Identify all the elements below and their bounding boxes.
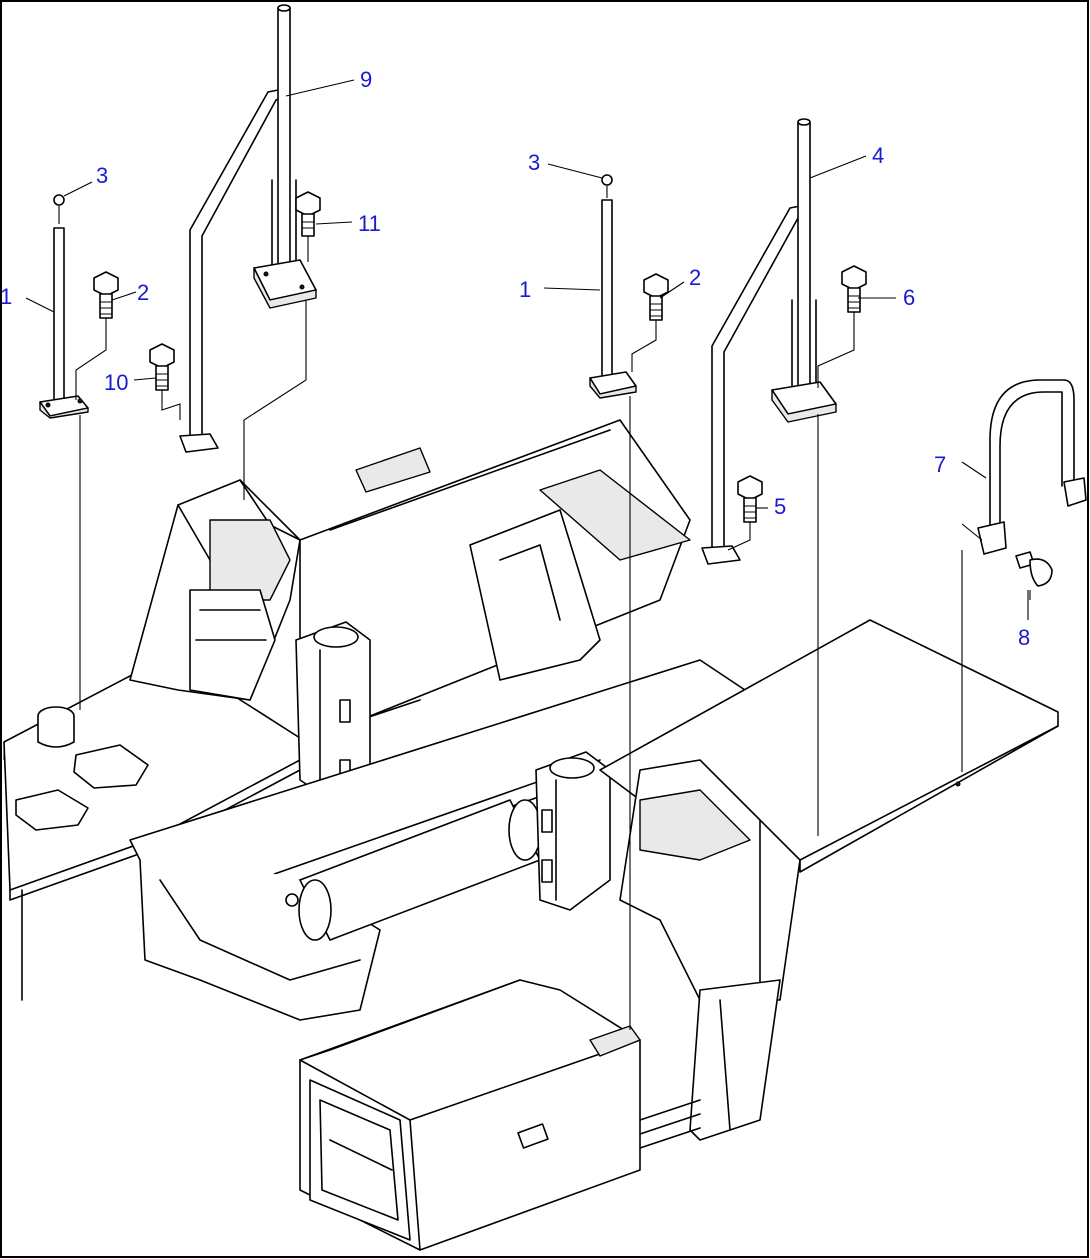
- callout-labels: 1 1 2 2 3 3 4 5 6 7 8 9 10 11: [0, 67, 1030, 650]
- part-rod-1-center: [589, 199, 637, 399]
- part-bolt-6: [841, 265, 867, 313]
- front-housing: [299, 979, 701, 1251]
- callout-5: 5: [774, 494, 786, 519]
- part-rod-1-left: [39, 227, 89, 419]
- machine-frame: [3, 419, 1059, 1251]
- part-screw-8: [1015, 551, 1053, 587]
- roller-shaft: [285, 799, 542, 941]
- callout-11: 11: [358, 211, 381, 236]
- part-bolt-10: [149, 343, 175, 391]
- callout-3-center: 3: [528, 150, 540, 175]
- part-bolt-2-left: [93, 271, 119, 319]
- part-bolt-5: [737, 475, 763, 523]
- part-u-handle-7: [977, 379, 1087, 555]
- part-cap-3-center: [601, 174, 613, 198]
- part-handrail-9: [179, 4, 317, 453]
- callout-6: 6: [903, 285, 915, 310]
- part-handrail-4: [701, 118, 837, 565]
- callout-2-center: 2: [689, 265, 701, 290]
- assembly-lines: [75, 236, 1031, 1030]
- callout-8: 8: [1018, 625, 1030, 650]
- callout-9: 9: [360, 67, 372, 92]
- right-column: [535, 751, 611, 911]
- callout-3-left: 3: [96, 163, 108, 188]
- callout-7: 7: [934, 452, 946, 477]
- part-bolt-11: [295, 191, 321, 237]
- callout-leaders: [25, 79, 1029, 620]
- callout-1-left: 1: [0, 284, 12, 309]
- callout-4: 4: [872, 143, 884, 168]
- callout-2-left: 2: [137, 280, 149, 305]
- part-bolt-2-center: [643, 273, 669, 321]
- callout-1-center: 1: [519, 277, 531, 302]
- callout-10: 10: [104, 370, 128, 395]
- tank-cap: [37, 706, 75, 748]
- part-cap-3-left: [53, 194, 65, 224]
